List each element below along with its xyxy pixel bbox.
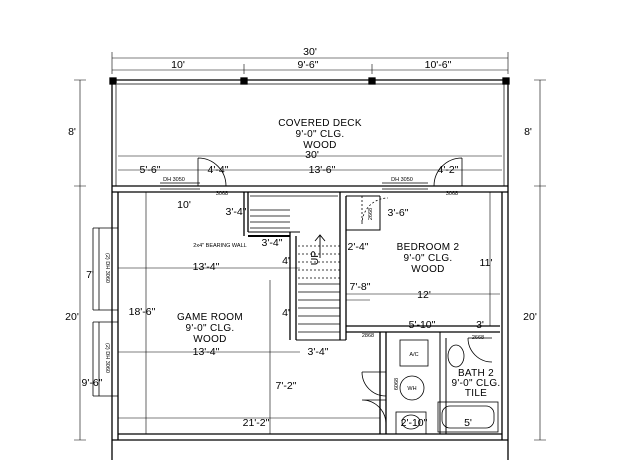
dim-stair-width-top: 3'-4" <box>226 206 247 218</box>
window-tag-left-upper: (2) DH 3060 <box>104 253 110 283</box>
stair-up-tag: UP <box>309 251 321 266</box>
dim-wall-seg-3: 13'-6" <box>309 164 336 176</box>
ac-unit-tag: A/C <box>409 352 418 358</box>
dim-lower-left: 9'-6" <box>82 377 103 389</box>
game-room-name: GAME ROOM <box>177 312 243 323</box>
dim-deck-seg-2: 9'-6" <box>298 59 319 71</box>
bath-door-tag: 6068 <box>394 378 400 390</box>
bath-2-name: BATH 2 <box>458 368 494 379</box>
bath-2-finish: TILE <box>465 388 487 399</box>
closet-door-tag-hall: 2868 <box>362 333 374 339</box>
dim-hall-width: 2'-4" <box>348 241 369 253</box>
dim-game-room-width-bottom: 13'-4" <box>193 346 220 358</box>
dimension-lines <box>74 52 546 441</box>
closet-door-tag-bedroom: 2668 <box>368 208 374 220</box>
dim-bedroom-stair: 7'-8" <box>350 281 371 293</box>
doors <box>197 157 493 425</box>
dim-wall-seg-2: 4'-4" <box>208 164 229 176</box>
dim-deck-seg-3: 10'-6" <box>425 59 452 71</box>
dim-wall-seg-1: 5'-6" <box>140 164 161 176</box>
window-tag-dh-right: DH 3050 <box>391 177 413 183</box>
covered-deck-name: COVERED DECK <box>278 118 362 129</box>
dimension-labels: 30' 10' 9'-6" 10'-6" 8' 8' 30' 5'-6" 4'-… <box>65 46 537 429</box>
water-heater-tag: WH <box>407 386 416 392</box>
room-labels: COVERED DECK 9'-0" CLG. WOOD BEDROOM 2 9… <box>177 118 500 399</box>
dim-landing-lower: 4' <box>282 307 290 319</box>
dim-bath-door: 2'-10" <box>401 417 428 429</box>
dim-stair-width-bottom: 3'-4" <box>308 346 329 358</box>
door-tag-right: 3068 <box>446 191 458 197</box>
bath-2-ceiling: 9'-0" CLG. <box>451 378 500 389</box>
dim-landing: 4' <box>282 255 290 267</box>
stair-treads <box>250 195 340 333</box>
dim-deck-depth-right: 8' <box>524 126 532 138</box>
bearing-wall-tag: 2x4" BEARING WALL <box>193 243 246 249</box>
dim-deck-depth-left: 8' <box>68 126 76 138</box>
covered-deck-finish: WOOD <box>303 140 336 151</box>
bedroom-2-ceiling: 9'-0" CLG. <box>403 253 452 264</box>
bedroom-2-finish: WOOD <box>411 264 444 275</box>
game-room-finish: WOOD <box>193 334 226 345</box>
dim-left-window-height: 7' <box>86 269 94 281</box>
dim-house-depth-left: 20' <box>65 311 79 323</box>
dim-game-room-depth: 18'-6" <box>129 306 156 318</box>
windows <box>92 182 428 397</box>
dim-overall-width: 30' <box>303 46 317 58</box>
dim-wall-seg-4: 4'-2" <box>438 164 459 176</box>
dim-game-room-width-top: 13'-4" <box>193 261 220 273</box>
dim-bedroom-width: 12' <box>417 289 431 301</box>
dim-game-room-bottom: 21'-2" <box>243 417 270 429</box>
dim-deck-inner-width: 30' <box>305 149 319 161</box>
dim-bearing-offset: 3'-4" <box>262 237 283 249</box>
door-tag-left: 3068 <box>216 191 228 197</box>
dim-bedroom-closet: 3'-6" <box>388 207 409 219</box>
covered-deck-ceiling: 9'-0" CLG. <box>295 129 344 140</box>
dim-stair-offset: 10' <box>177 199 191 211</box>
closet-door-tag-bath: 2668 <box>472 335 484 341</box>
game-room-ceiling: 9'-0" CLG. <box>185 323 234 334</box>
dim-deck-seg-1: 10' <box>171 59 185 71</box>
dim-bedroom-depth: 11' <box>480 257 493 269</box>
window-tag-dh-left: DH 3050 <box>163 177 185 183</box>
dim-bath-width: 5'-10" <box>409 319 436 331</box>
bath-fixtures <box>395 339 499 435</box>
dim-house-depth-right: 20' <box>523 311 537 323</box>
window-tag-left-lower: (2) DH 3060 <box>104 343 110 373</box>
fixture-tags: DH 3050 DH 3050 3068 3068 2668 2868 2668… <box>104 177 484 392</box>
walls <box>109 77 510 460</box>
dim-tub-length: 5' <box>464 417 472 429</box>
dim-bath-closet: 3' <box>476 319 484 331</box>
dim-lower-hall: 7'-2" <box>276 380 297 392</box>
bedroom-2-name: BEDROOM 2 <box>397 242 460 253</box>
